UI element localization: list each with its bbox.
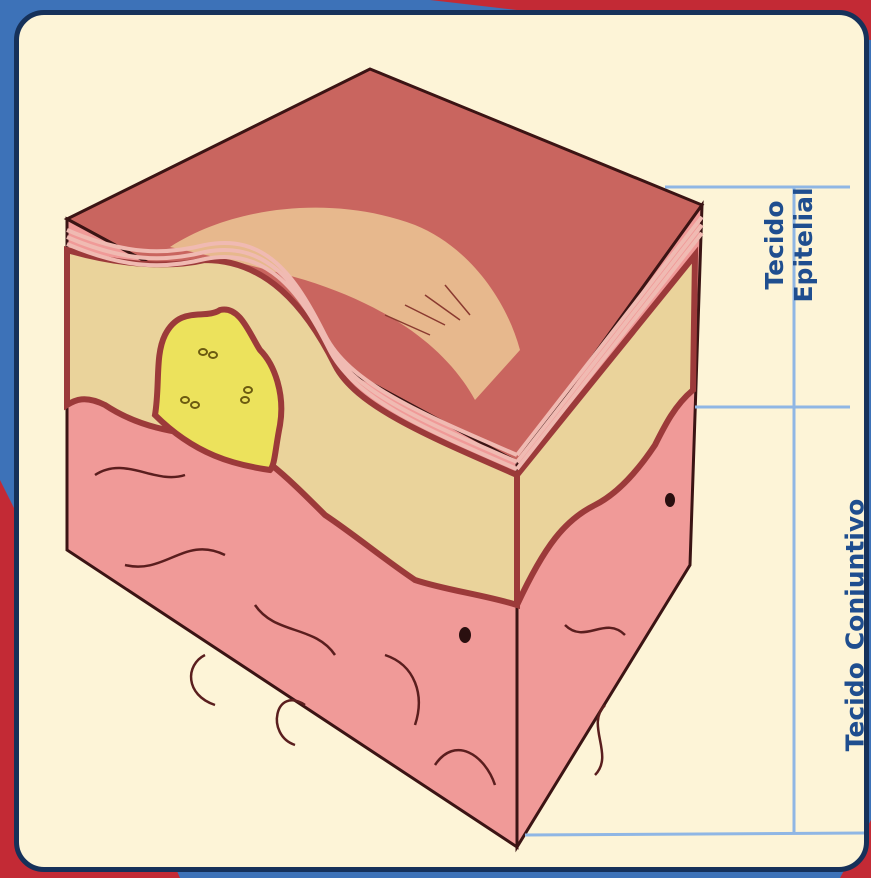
label-connective-tissue: Tecido Conjuntivo: [841, 475, 870, 775]
label-epithelial-tissue: Tecido Epitelial: [760, 185, 818, 305]
label-connective-word1: Tecido: [841, 662, 870, 751]
label-epithelial-line2: Epitelial: [789, 185, 818, 305]
skin-block-illustration: [19, 15, 869, 872]
diagram-card: Tecido Epitelial TecidoConjuntivo: [14, 10, 869, 872]
label-epithelial-line1: Tecido: [760, 185, 789, 305]
label-connective-word2: Conjuntivo: [841, 499, 870, 650]
